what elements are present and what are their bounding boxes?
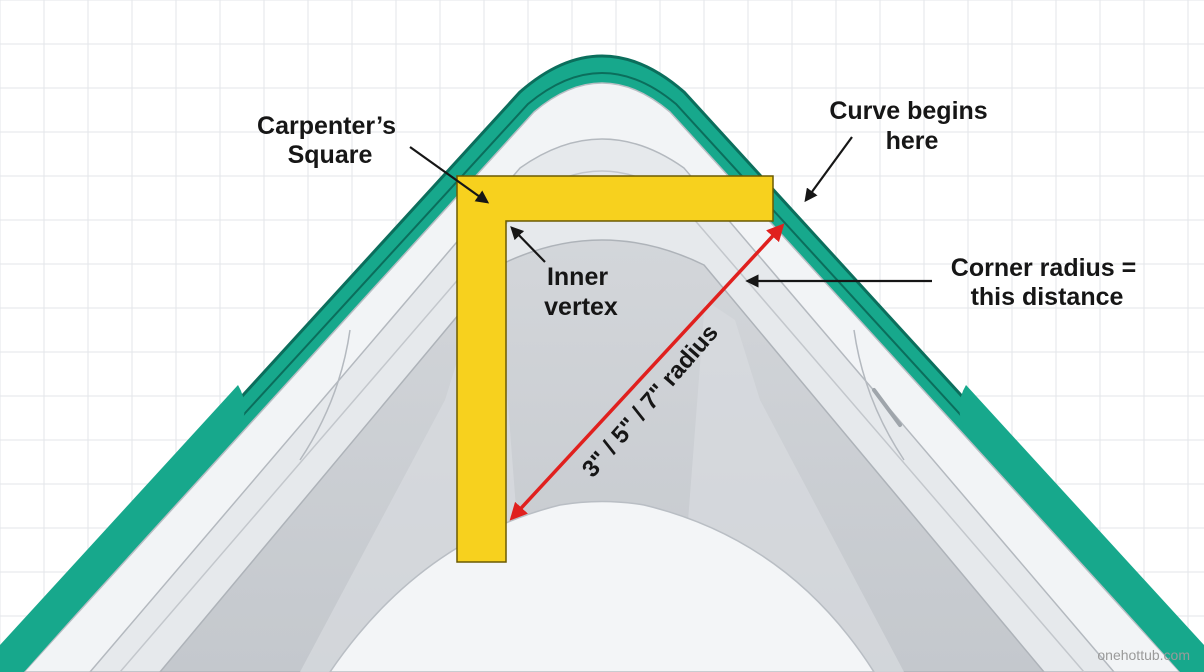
tub-rib-left <box>299 329 351 461</box>
vertex-label: Inner vertex <box>544 263 618 321</box>
carpenters-square <box>456 175 774 563</box>
vertex-leader-arrow <box>510 226 546 263</box>
watermark: onehottub.com <box>1097 647 1190 663</box>
radius-measure-arrow <box>509 223 785 521</box>
curve-leader-arrow <box>804 136 853 203</box>
tub-rib-right <box>853 329 905 461</box>
rim-accent-left <box>0 385 245 672</box>
square-label: Carpenter’s Square <box>257 112 403 169</box>
tub-rim-inner-line <box>7 72 1197 672</box>
rim-accent-right <box>959 385 1204 672</box>
corner-radius-label: Corner radius = this distance <box>951 254 1143 311</box>
tub-slot-right <box>872 388 902 427</box>
curve-label: Curve begins here <box>829 97 994 155</box>
square-leader-arrow <box>409 146 490 204</box>
tub-corner-shell <box>0 54 1204 672</box>
